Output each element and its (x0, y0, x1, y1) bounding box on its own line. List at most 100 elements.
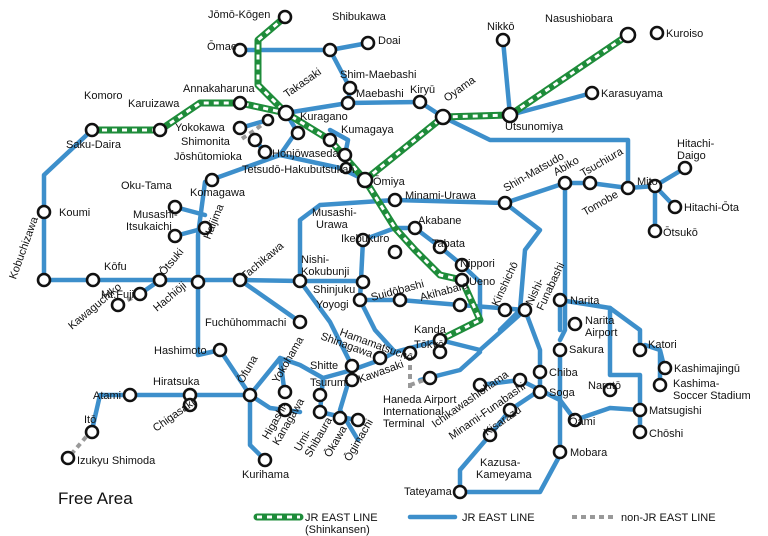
station-abiko (557, 175, 573, 191)
label-katori: Katori (648, 339, 677, 351)
station-narita (552, 292, 568, 308)
label-tabata: Tabata (432, 238, 466, 250)
station-kuragano (290, 125, 306, 141)
station-haneda-airport (422, 370, 438, 386)
station-kashimajingu (657, 360, 673, 376)
station-kurihama (257, 452, 273, 468)
station-nishi-kokubunji (292, 273, 308, 289)
station-kofu (85, 272, 101, 288)
station-tokyo (432, 344, 448, 360)
label-oku-tama: Oku-Tama (121, 180, 173, 192)
label-narita: Narita (570, 295, 600, 307)
station-annakaharuna (232, 95, 248, 111)
station-yokokawa (232, 120, 248, 136)
station-musashi-itsukaichi (167, 228, 183, 244)
label-kanda: Kanda (414, 324, 447, 336)
label-nasushiobara: Nasushiobara (545, 13, 614, 25)
label-mobara: Mobara (570, 447, 608, 459)
station-akihabara (452, 297, 468, 313)
label-komoro: Komoro (84, 90, 123, 102)
station-yokokawa-link (261, 113, 275, 127)
station-otsuki (152, 272, 168, 288)
station-mobara (552, 444, 568, 460)
station-minami-funabashi (512, 372, 528, 388)
station-tsuchiura (582, 175, 598, 191)
station-kobuchizawa (36, 272, 52, 288)
station-kinshicho (497, 302, 513, 318)
label-ueno: Ueno (469, 276, 495, 288)
station-omae (232, 42, 248, 58)
label-hitachi-daigo: Hitachi-Daigo (677, 138, 715, 162)
label-koumi: Koumi (59, 207, 90, 219)
station-hachioji (190, 274, 206, 290)
station-yoyogi (352, 292, 368, 308)
label-kiryu: Kiryū (410, 84, 435, 96)
station-ofuna (242, 387, 258, 403)
label-yokokawa: Yokokawa (175, 122, 226, 134)
station-ueno (454, 272, 470, 288)
station-tabata (432, 239, 448, 255)
legend-shinkansen-sublabel: (Shinkansen) (305, 524, 370, 536)
station-umi-shibaura (312, 404, 328, 420)
station-choshi (632, 424, 648, 440)
station-ito (84, 424, 100, 440)
label-atami: Atami (93, 390, 121, 402)
station-hashimoto (212, 342, 228, 358)
label-annakaharuna: Annakaharuna (183, 83, 255, 95)
label-kofu: Kōfu (104, 261, 127, 273)
label-jomo-kogen: Jōmō-Kōgen (208, 9, 270, 21)
station-kumagaya (322, 132, 338, 148)
station-kawaguchiko (110, 297, 126, 313)
label-tachikawa: Tachikawa (239, 240, 287, 283)
station-chigasaki (182, 397, 198, 413)
station-nasushiobara (619, 26, 637, 44)
label-kumagaya: Kumagaya (341, 124, 394, 136)
label-kashima-soccer-stadium: Kashima-Soccer Stadium (673, 378, 751, 402)
label-omae: Ōmae (207, 41, 237, 53)
label-tokyo: Tōkyō (414, 339, 444, 351)
station-katori (632, 342, 648, 358)
station-joshutomioka (257, 144, 273, 160)
label-shitte: Shitte (310, 360, 338, 372)
station-shinjuku (355, 274, 371, 290)
station-kazusa-kameyama (482, 427, 498, 443)
label-yoyogi: Yoyogi (316, 299, 349, 311)
station-shinagawa (372, 350, 388, 366)
station-shibukawa (322, 42, 338, 58)
label-oyama: Oyama (442, 74, 479, 105)
station-ichikawashiohama (472, 377, 488, 393)
jr-east-lines (41, 37, 688, 495)
label-karuizawa: Karuizawa (128, 98, 180, 110)
station-soga (532, 384, 548, 400)
station-otsuko (647, 223, 663, 239)
station-komagawa (204, 172, 220, 188)
label-kazusa-kameyama: Kazusa-Kameyama (476, 457, 533, 481)
label-ito: Itō (84, 414, 96, 426)
label-tsurumi: Tsurumi (310, 377, 349, 389)
label-minami-urawa: Minami-Urawa (405, 190, 477, 202)
station-tomobe (620, 180, 636, 196)
station-oku-tama (167, 199, 183, 215)
station-tsurumi (312, 387, 328, 403)
label-otsuko: Ōtsukō (663, 227, 698, 239)
station-honjowaseda (337, 147, 353, 163)
station-mt-fuji (132, 286, 148, 302)
station-haijima (197, 220, 213, 236)
station-fuchuhommachi (292, 314, 308, 330)
label-chigasaki: Chigasaki (151, 397, 197, 435)
station-tateyama (452, 484, 468, 500)
station-tachikawa (232, 272, 248, 288)
station-nishi-funabashi (517, 302, 533, 318)
station-shimonita (247, 132, 263, 148)
station-takasaki (277, 104, 295, 122)
station-shin-matsudo (497, 195, 513, 211)
station-oami (567, 412, 583, 428)
label-karasuyama: Karasuyama (601, 88, 664, 100)
station-yokohama (277, 384, 293, 400)
station-kuroiso (649, 25, 665, 41)
legend: JR EAST LINE (Shinkansen) JR EAST LINE n… (253, 512, 716, 536)
label-kobuchizawa: Kobuchizawa (7, 215, 41, 281)
label-kuroiso: Kuroiso (666, 28, 703, 40)
station-kawasaki (344, 372, 360, 388)
